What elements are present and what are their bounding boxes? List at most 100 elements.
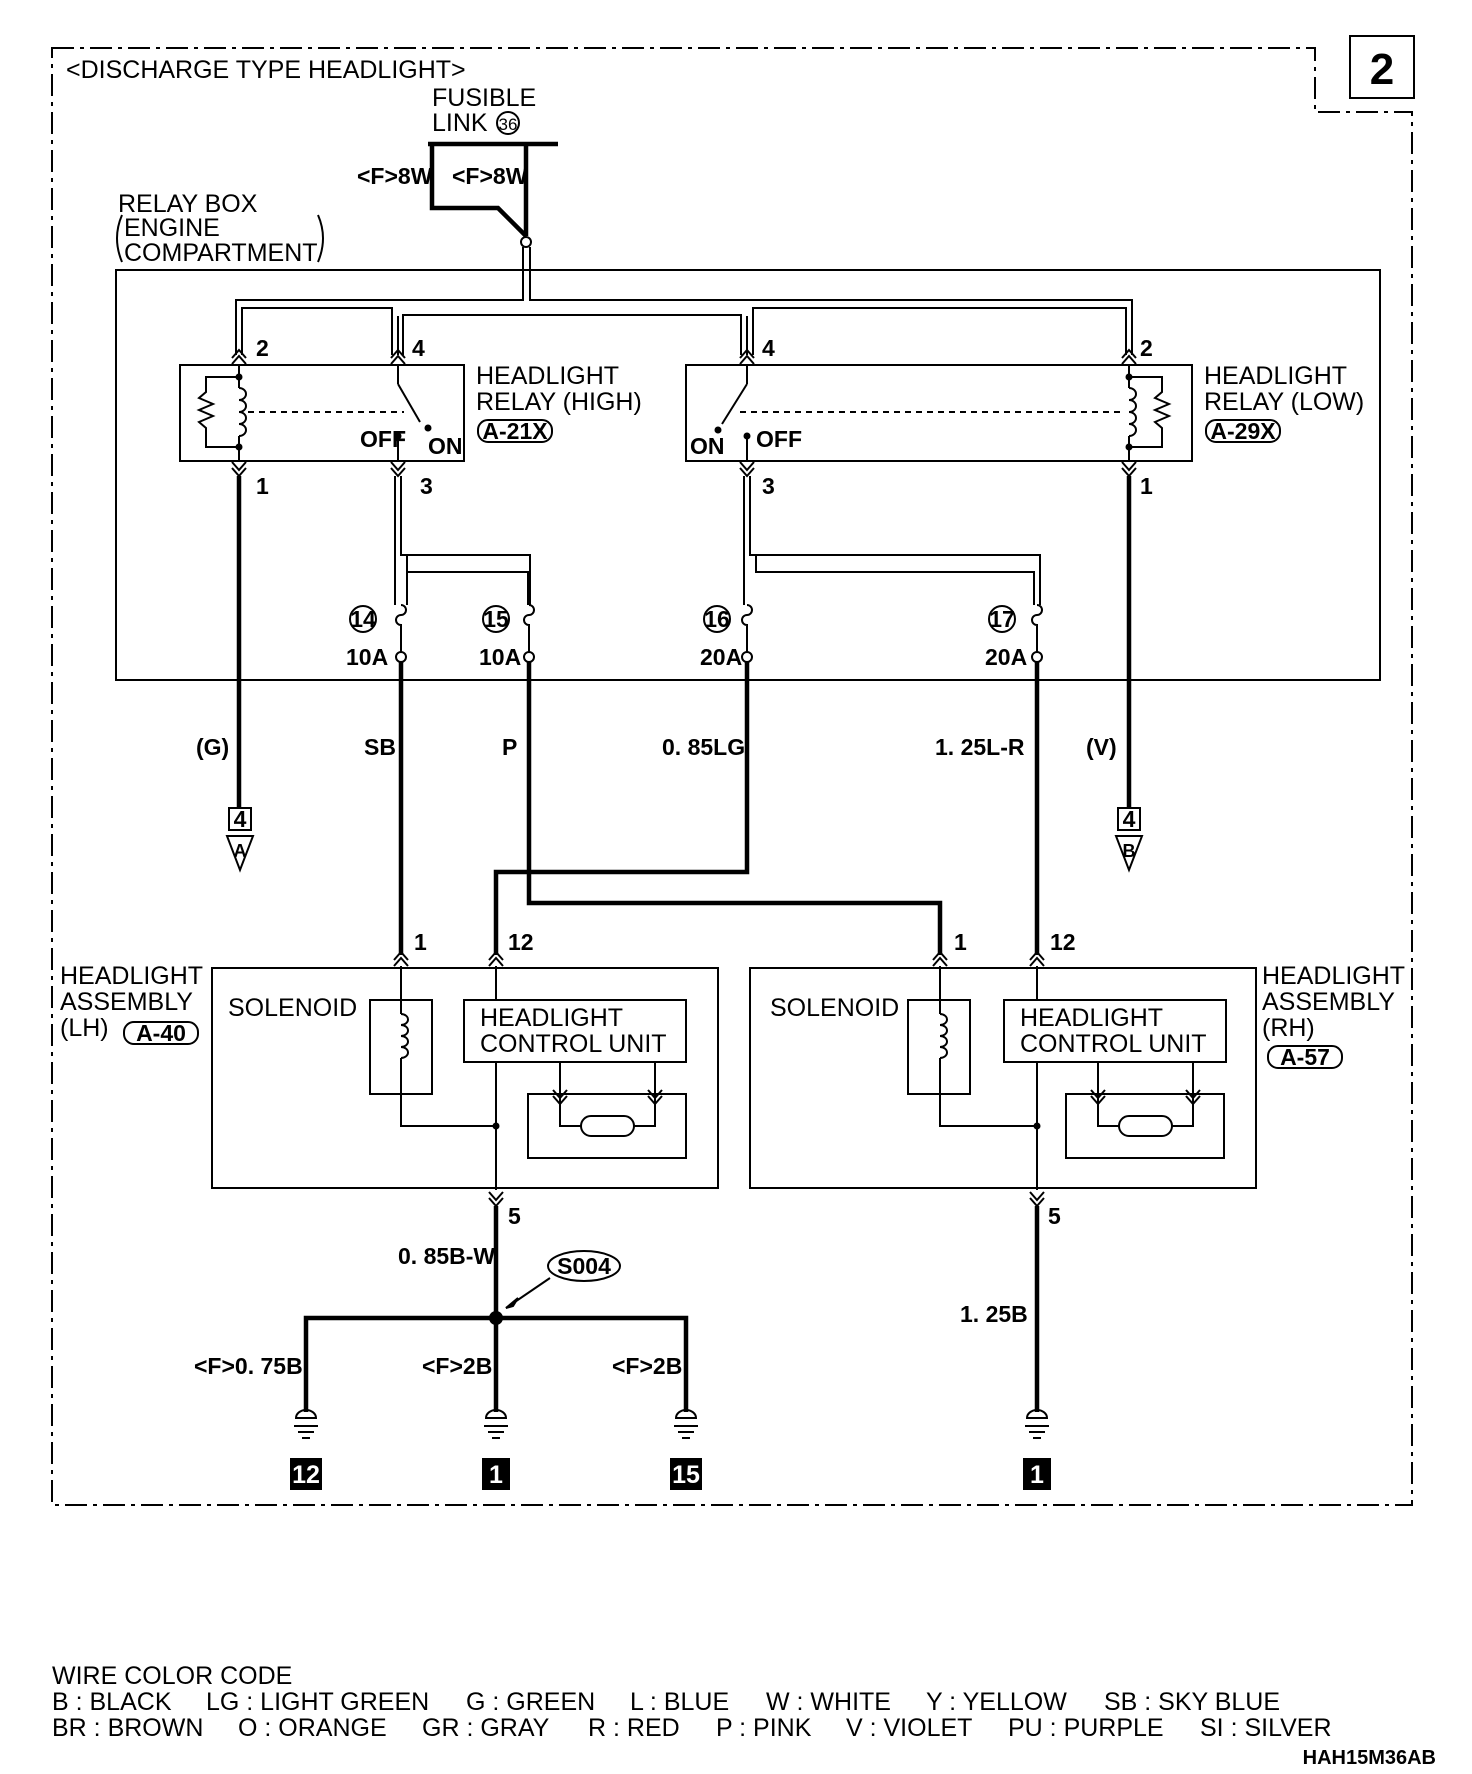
assembly-rh-hcu-label-1: HEADLIGHT — [1020, 1004, 1163, 1032]
wire-label-8w-right: <F>8W — [452, 163, 528, 189]
legend-l: L : BLUE — [630, 1688, 729, 1716]
legend-b: B : BLACK — [52, 1688, 172, 1716]
assembly-lh-lamp-leads — [559, 1062, 656, 1127]
assembly-rh-hcu-label-2: CONTROL UNIT — [1020, 1030, 1207, 1058]
legend-si: SI : SILVER — [1200, 1714, 1332, 1742]
wire-8w-left — [429, 144, 528, 238]
assembly-lh-pin12-connector — [488, 950, 504, 967]
legend-r: R : RED — [588, 1714, 680, 1742]
relay-low-box — [685, 364, 1193, 462]
assembly-lh-pin1-connector — [393, 950, 409, 967]
wire-label-sb: SB — [364, 734, 396, 760]
fuse-15-terminal — [523, 651, 535, 663]
relay-low-pin-3: 3 — [762, 473, 775, 499]
assembly-lh-label-1: HEADLIGHT — [60, 962, 203, 990]
relay-high-connector-badge — [477, 419, 553, 443]
relay-box-paren-right — [317, 214, 324, 263]
assembly-rh-label-1: HEADLIGHT — [1262, 962, 1405, 990]
relay-high-pin-2: 2 — [256, 335, 269, 361]
legend-o: O : ORANGE — [238, 1714, 387, 1742]
relay-high-on-label: ON — [428, 433, 463, 459]
bus-high-pin2-outer — [235, 247, 524, 355]
ground-symbol-15 — [674, 1409, 698, 1439]
relay-low-pin4-connector — [739, 348, 755, 365]
assembly-lh-box — [211, 967, 719, 1189]
wire-lg — [493, 662, 750, 955]
relay-low-pin-2: 2 — [1140, 335, 1153, 361]
ground-point-1-lh: 1 — [489, 1461, 503, 1489]
relay-low-off-label: OFF — [756, 426, 802, 452]
assembly-rh-junction — [1033, 1122, 1041, 1130]
offpage-connector-b-box — [1117, 807, 1141, 831]
wire-label-lg: 0. 85LG — [662, 734, 745, 760]
wire-label-g2: <F>2B — [422, 1353, 492, 1379]
relay-low-pin-1: 1 — [1140, 473, 1153, 499]
fuse-17-number: 17 — [989, 606, 1015, 632]
assembly-lh-solenoid-label: SOLENOID — [228, 994, 357, 1022]
relay-high-pin2-connector — [231, 348, 247, 365]
fuse-14-number: 14 — [350, 606, 376, 632]
wire-p — [526, 662, 943, 955]
relay-high-label-1: HEADLIGHT — [476, 362, 619, 390]
ground-symbol-12 — [294, 1409, 318, 1439]
wire-label-p: P — [502, 734, 517, 760]
ground-point-15-box — [670, 1458, 702, 1490]
relay-high-resistor — [196, 376, 239, 448]
assembly-lh-label-2: ASSEMBLY — [60, 988, 193, 1016]
fuse-16-number-circle — [703, 605, 731, 633]
relay-box-label-1: RELAY BOX — [118, 190, 258, 218]
bus-low-top — [752, 307, 1127, 355]
fuse-16-rating: 20A — [700, 644, 742, 670]
splice-s004-label: S004 — [557, 1253, 611, 1279]
assembly-rh-lamp-leads — [1097, 1062, 1194, 1127]
legend-p: P : PINK — [716, 1714, 812, 1742]
wire-label-g: (G) — [196, 734, 229, 760]
ground-point-15: 15 — [672, 1461, 700, 1489]
offpage-connector-b-num: 4 — [1123, 806, 1136, 832]
assembly-rh-lamp — [1118, 1115, 1173, 1137]
fuse-14-number-circle — [349, 605, 377, 633]
assembly-rh-connector: A-57 — [1280, 1044, 1330, 1070]
legend-gr: GR : GRAY — [422, 1714, 550, 1742]
legend-br: BR : BROWN — [52, 1714, 203, 1742]
diagram-frame — [51, 47, 1413, 1506]
assembly-lh-hcu-box — [463, 999, 687, 1063]
assembly-lh-lamp-box — [527, 1093, 687, 1159]
relay-low-on-contact — [714, 426, 722, 434]
wire-label-g3: <F>2B — [612, 1353, 682, 1379]
splice-s004-badge — [547, 1250, 621, 1282]
assembly-lh-hcu-label-2: CONTROL UNIT — [480, 1030, 667, 1058]
assembly-lh-pin-5: 5 — [508, 1203, 521, 1229]
relay-low-pin2-connector — [1121, 348, 1137, 365]
offpage-connector-b-triangle — [1114, 835, 1144, 873]
assembly-rh-label-3: (RH) — [1262, 1014, 1315, 1042]
legend-sb: SB : SKY BLUE — [1104, 1688, 1280, 1716]
assembly-rh-pin-1: 1 — [954, 929, 967, 955]
fuse-17-terminal — [1031, 651, 1043, 663]
fusible-link-number: 36 — [499, 115, 518, 134]
offpage-connector-b-letter: B — [1123, 841, 1136, 861]
relay-low-resistor — [1129, 376, 1172, 448]
legend-g: G : GREEN — [466, 1688, 595, 1716]
wire-label-lr: 1. 25L-R — [935, 734, 1025, 760]
assembly-rh-lamp-connectors — [1090, 1089, 1201, 1106]
page-number: 2 — [1370, 45, 1394, 94]
legend-y: Y : YELLOW — [926, 1688, 1067, 1716]
relay-low-on-label: ON — [690, 433, 725, 459]
relay-low-label-1: HEADLIGHT — [1204, 362, 1347, 390]
relay-high-pin-1: 1 — [256, 473, 269, 499]
wire-label-v: (V) — [1086, 734, 1117, 760]
assembly-rh-solenoid-lead-bottom — [939, 1058, 1037, 1127]
relay-high-box — [179, 364, 465, 462]
fusible-link-label-2: LINK — [432, 109, 488, 137]
assembly-lh-lamp — [580, 1115, 635, 1137]
wire-label-rh-ground: 1. 25B — [960, 1301, 1028, 1327]
assembly-lh-solenoid-lead-bottom — [400, 1058, 496, 1127]
wire-low-branch — [749, 476, 1041, 605]
assembly-rh-pin12-connector — [1029, 950, 1045, 967]
bus-low-pin2-outer — [529, 247, 1133, 355]
ground-point-12: 12 — [292, 1461, 320, 1489]
relay-high-on-contact — [424, 424, 432, 432]
assembly-rh-pin-12: 12 — [1050, 929, 1076, 955]
relay-low-label-2: RELAY (LOW) — [1204, 388, 1364, 416]
